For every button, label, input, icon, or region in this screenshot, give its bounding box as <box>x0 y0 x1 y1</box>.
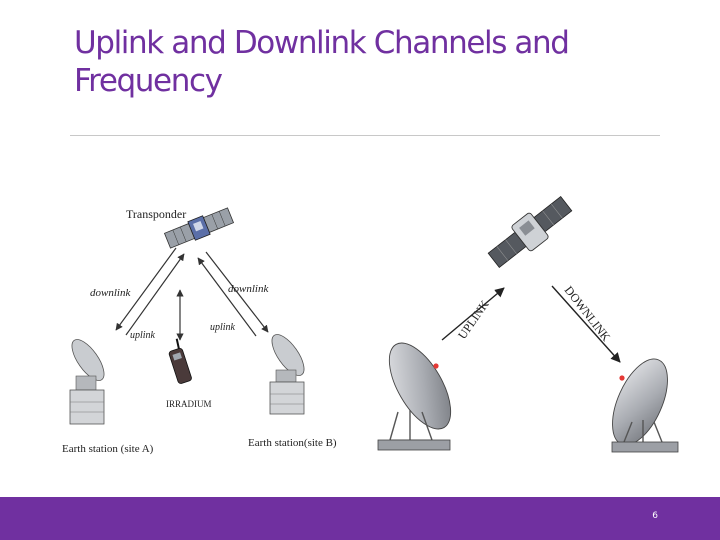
earth-station-a-label: Earth station (site A) <box>62 443 154 455</box>
uplink-arrow <box>441 287 505 341</box>
footer-bar: 6 <box>0 497 720 540</box>
title-divider <box>70 135 660 136</box>
uplink-arrow-b <box>197 257 257 337</box>
transponder-satellite-icon <box>163 207 235 249</box>
left-diagram-svg: Transponder dow <box>62 207 337 455</box>
uplink-arrow-a <box>125 253 185 336</box>
left-diagram: Transponder dow <box>56 190 356 465</box>
iridium-phone-icon <box>168 338 192 384</box>
uplink-label-b: uplink <box>210 322 236 333</box>
left-dish-icon <box>377 342 452 451</box>
iridium-label: IRRADIUM <box>166 399 212 409</box>
earth-station-b-dish-icon <box>269 334 305 415</box>
right-dish-icon <box>611 358 679 453</box>
slide-title: Uplink and Downlink Channels and Frequen… <box>74 25 570 99</box>
uplink-label-a: uplink <box>130 330 156 341</box>
downlink-label-a: downlink <box>90 287 131 299</box>
downlink-arrow <box>551 285 621 363</box>
page-number: 6 <box>652 511 658 521</box>
downlink-label: DOWNLINK <box>562 283 614 344</box>
right-diagram: UPLINK DOWNLINK <box>370 190 690 460</box>
earth-station-a-dish-icon <box>69 339 105 425</box>
right-diagram-svg: UPLINK DOWNLINK <box>377 196 679 453</box>
downlink-label-b: downlink <box>228 283 269 295</box>
downlink-arrow-a <box>115 247 177 331</box>
satellite-icon <box>487 196 573 268</box>
transponder-label: Transponder <box>126 207 186 221</box>
uplink-label: UPLINK <box>455 297 492 341</box>
downlink-arrow-b <box>205 251 269 333</box>
earth-station-b-label: Earth station(site B) <box>248 437 337 449</box>
